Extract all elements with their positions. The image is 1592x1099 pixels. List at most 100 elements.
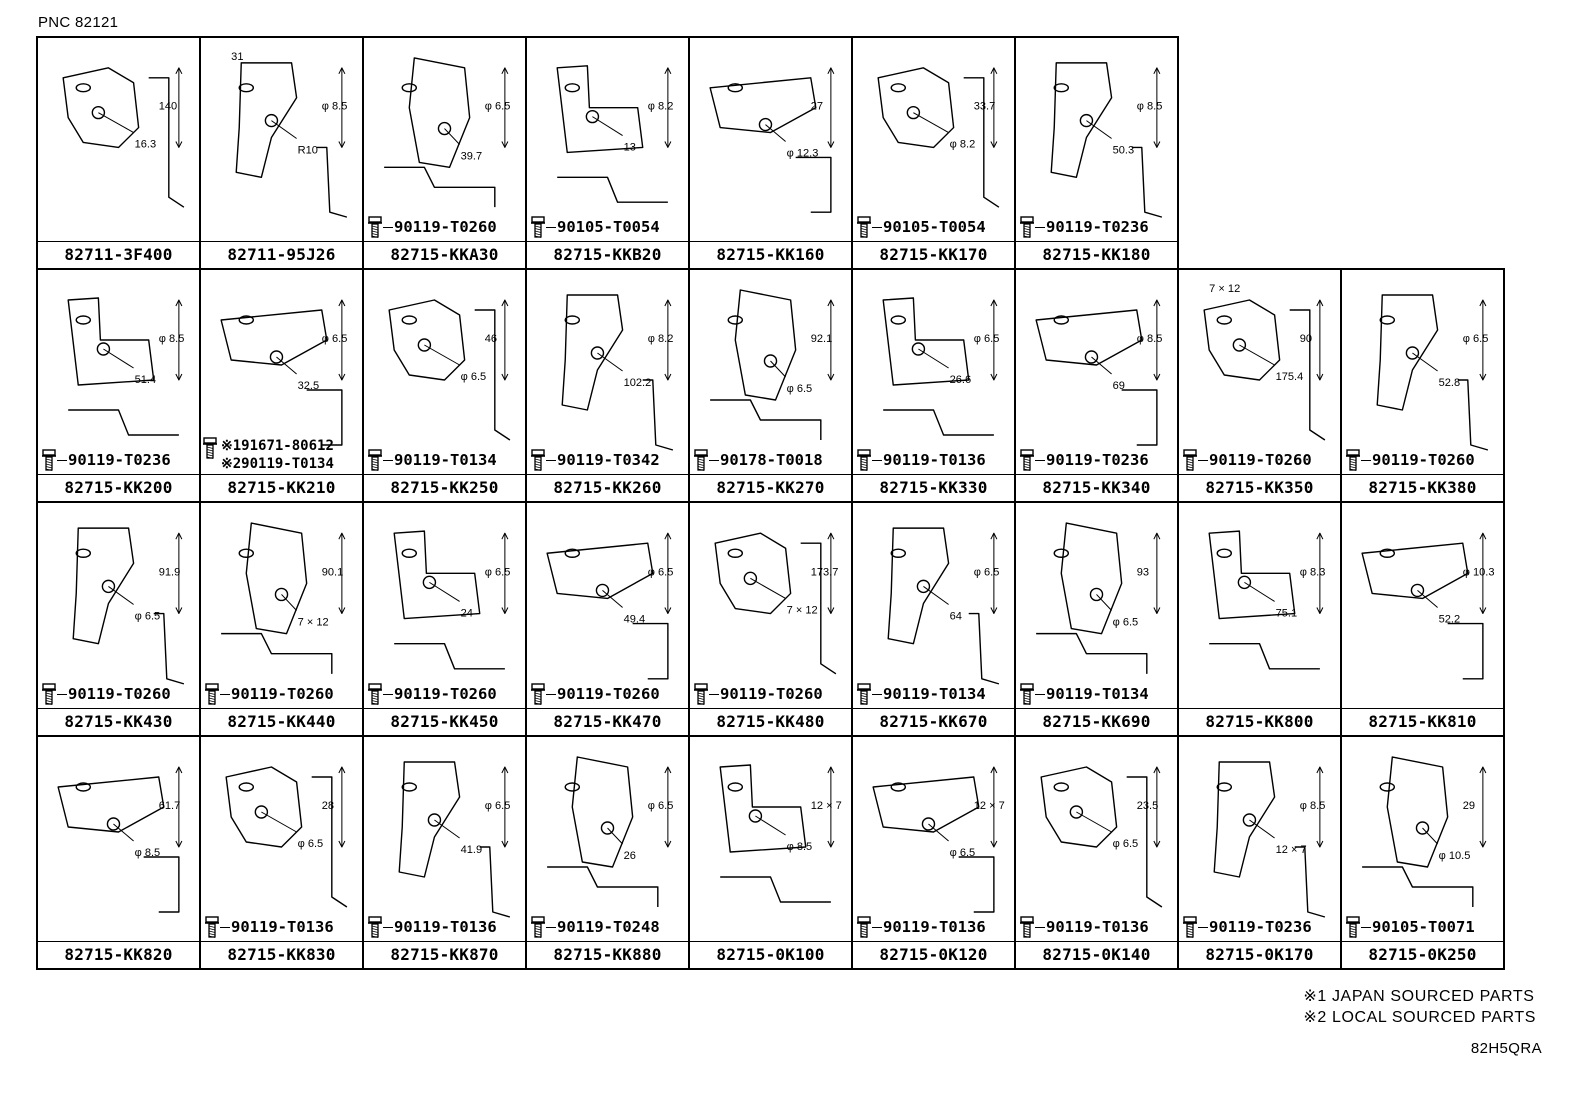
leader-line — [546, 459, 556, 461]
bracket-illustration: φ 6.591.9 — [72, 527, 185, 685]
leader-line — [383, 459, 393, 461]
dimension-label: φ 6.5 — [485, 566, 511, 578]
bolt-part-number: 90119-T0134 — [1046, 685, 1149, 703]
bracket-illustration: φ 6.512 × 7 — [872, 766, 1005, 913]
dimension-label: φ 8.5 — [135, 847, 161, 859]
part-number: 82715-KK810 — [1368, 712, 1477, 731]
bolt-icon — [368, 683, 382, 705]
dimension-label: 26.6 — [950, 374, 972, 386]
label-divider — [201, 474, 362, 475]
dimension-label: φ 6.5 — [1463, 333, 1489, 345]
part-number: 82711-3F400 — [64, 245, 173, 264]
bolt-callout: 90119-T0236 — [1020, 449, 1149, 471]
bolt-icon — [42, 449, 56, 471]
bracket-illustration: φ 6.592.1 — [710, 289, 835, 440]
bolt-part-number: 90119-T0134 — [883, 685, 986, 703]
dimension-label: φ 10.5 — [1439, 850, 1471, 862]
bracket-illustration: 75.1φ 8.3 — [1208, 530, 1325, 670]
part-number: 82715-KK690 — [1042, 712, 1151, 731]
part-number: 82715-KK870 — [390, 945, 499, 964]
part-number: 82715-KK480 — [716, 712, 825, 731]
bolt-icon — [694, 449, 708, 471]
bolt-callout: 90119-T0136 — [857, 916, 986, 938]
dimension-label: 23.5 — [1137, 800, 1159, 812]
bolt-option: ※290119-T0134 — [221, 456, 334, 472]
dimension-label: φ 8.5 — [1137, 333, 1163, 345]
dimension-label: φ 6.5 — [1113, 838, 1139, 850]
dimension-label: 32.5 — [298, 380, 320, 392]
bracket-illustration: φ 8.233.7 — [877, 67, 1000, 208]
bracket-illustration: φ 6.5 23.5 — [1040, 766, 1163, 908]
dimension-label: 92.1 — [811, 333, 833, 345]
label-divider — [364, 941, 525, 942]
dimension-label: φ 8.2 — [950, 139, 976, 151]
dimension-label: 90.1 — [322, 566, 344, 578]
label-divider — [201, 708, 362, 709]
dimension-label: 69 — [1113, 380, 1125, 392]
dimension-label: 61.7 — [159, 800, 181, 812]
bolt-icon — [1183, 916, 1197, 938]
bolt-icon — [1020, 916, 1034, 938]
leader-line — [709, 459, 719, 461]
bolt-part-number: 90119-T0260 — [394, 685, 497, 703]
bracket-illustration: 41.9φ 6.5 — [398, 761, 510, 918]
dimension-label: 7 × 12 — [787, 605, 818, 617]
part-drawing: φ 8.5 61.7 — [38, 737, 199, 942]
bolt-icon — [1346, 449, 1360, 471]
label-divider — [527, 941, 688, 942]
bolt-icon — [531, 216, 545, 238]
bolt-callout: 90119-T0260 — [1183, 449, 1312, 471]
dimension-label: φ 6.5 — [461, 371, 487, 383]
dimension-label: φ 8.5 — [322, 101, 348, 113]
dimension-label: 102.2 — [624, 377, 652, 389]
bolt-icon — [1346, 916, 1360, 938]
bracket-illustration: φ 6.593 — [1036, 522, 1161, 674]
label-divider — [853, 941, 1014, 942]
bolt-options: ※191671-80612※290119-T0134 — [221, 437, 334, 473]
part-number: 82715-KK880 — [553, 945, 662, 964]
bracket-illustration: 50.3φ 8.5 — [1050, 62, 1162, 218]
dimension-label: 49.4 — [624, 614, 646, 626]
dimension-label: φ 10.3 — [1463, 566, 1495, 578]
bolt-callout: 90119-T0248 — [531, 916, 660, 938]
bracket-illustration: 13φ 8.2 — [556, 65, 673, 203]
label-divider — [201, 941, 362, 942]
bracket-illustration: 12 × 7φ 8.5 — [1213, 761, 1325, 918]
bolt-icon — [368, 916, 382, 938]
bracket-illustration: 52.2φ 10.3 — [1361, 532, 1495, 680]
dimension-label: R10 — [298, 144, 318, 156]
bolt-callout: 90119-T0136 — [368, 916, 497, 938]
part-number: 82715-0K100 — [716, 945, 825, 964]
leader-line — [1361, 926, 1371, 928]
dimension-label: φ 6.5 — [135, 611, 161, 623]
dimension-label: 7 × 12 — [298, 617, 329, 629]
bolt-part-number: 90119-T0260 — [1209, 451, 1312, 469]
label-divider — [690, 241, 851, 242]
bolt-part-number: 90119-T0236 — [1046, 451, 1149, 469]
dimension-label: 52.8 — [1439, 377, 1461, 389]
